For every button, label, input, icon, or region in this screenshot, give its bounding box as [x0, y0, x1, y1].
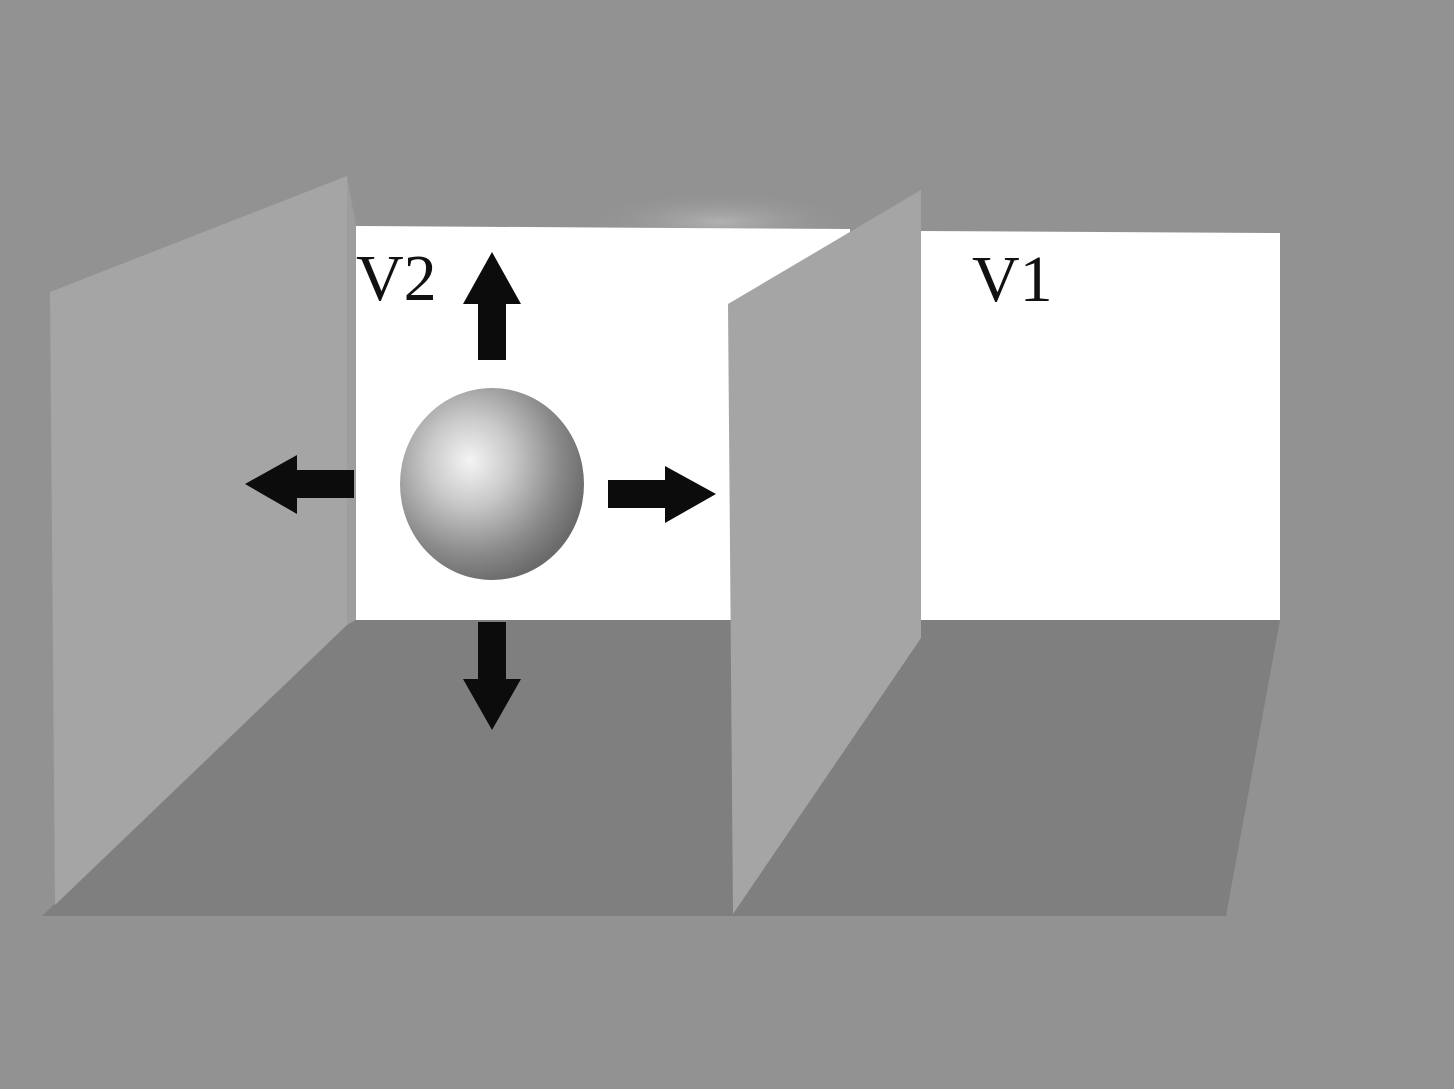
- arrow-left-icon: [245, 455, 354, 514]
- side-wall-left-edge: [347, 176, 356, 625]
- sphere-icon: [400, 388, 584, 580]
- label-v1: V1: [972, 243, 1053, 316]
- arrow-up-icon: [463, 252, 521, 360]
- arrow-right-icon: [608, 466, 716, 523]
- label-v2: V2: [356, 242, 437, 315]
- partition-wall: [728, 190, 921, 914]
- back-wall-v1: [920, 231, 1280, 620]
- floor-left: [42, 620, 735, 916]
- side-wall-left: [50, 176, 347, 905]
- arrow-down-icon: [463, 622, 521, 730]
